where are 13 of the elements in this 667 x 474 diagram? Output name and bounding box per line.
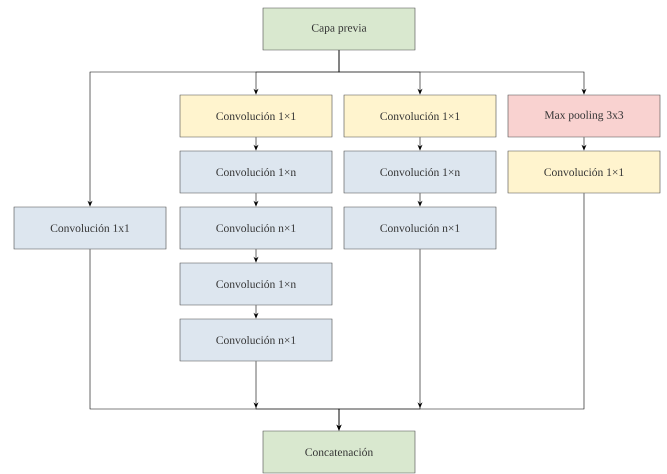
process-box: Convolución 1×n [180,262,332,306]
process-box: Convolución n×1 [180,206,332,250]
process-box: Convolución 1×1 [180,94,332,138]
process-box: Convolución 1×n [180,150,332,194]
process-box: Max pooling 3x3 [508,94,660,138]
process-box: Convolución 1×1 [508,150,660,194]
process-box: Convolución 1x1 [14,206,166,250]
process-box: Convolución 1×n [344,150,496,194]
process-box: Convolución 1×1 [344,94,496,138]
process-box: Convolución n×1 [344,206,496,250]
process-box: Convolución n×1 [180,318,332,362]
process-box: Concatenación [262,430,416,474]
process-box: Capa previa [262,8,416,50]
